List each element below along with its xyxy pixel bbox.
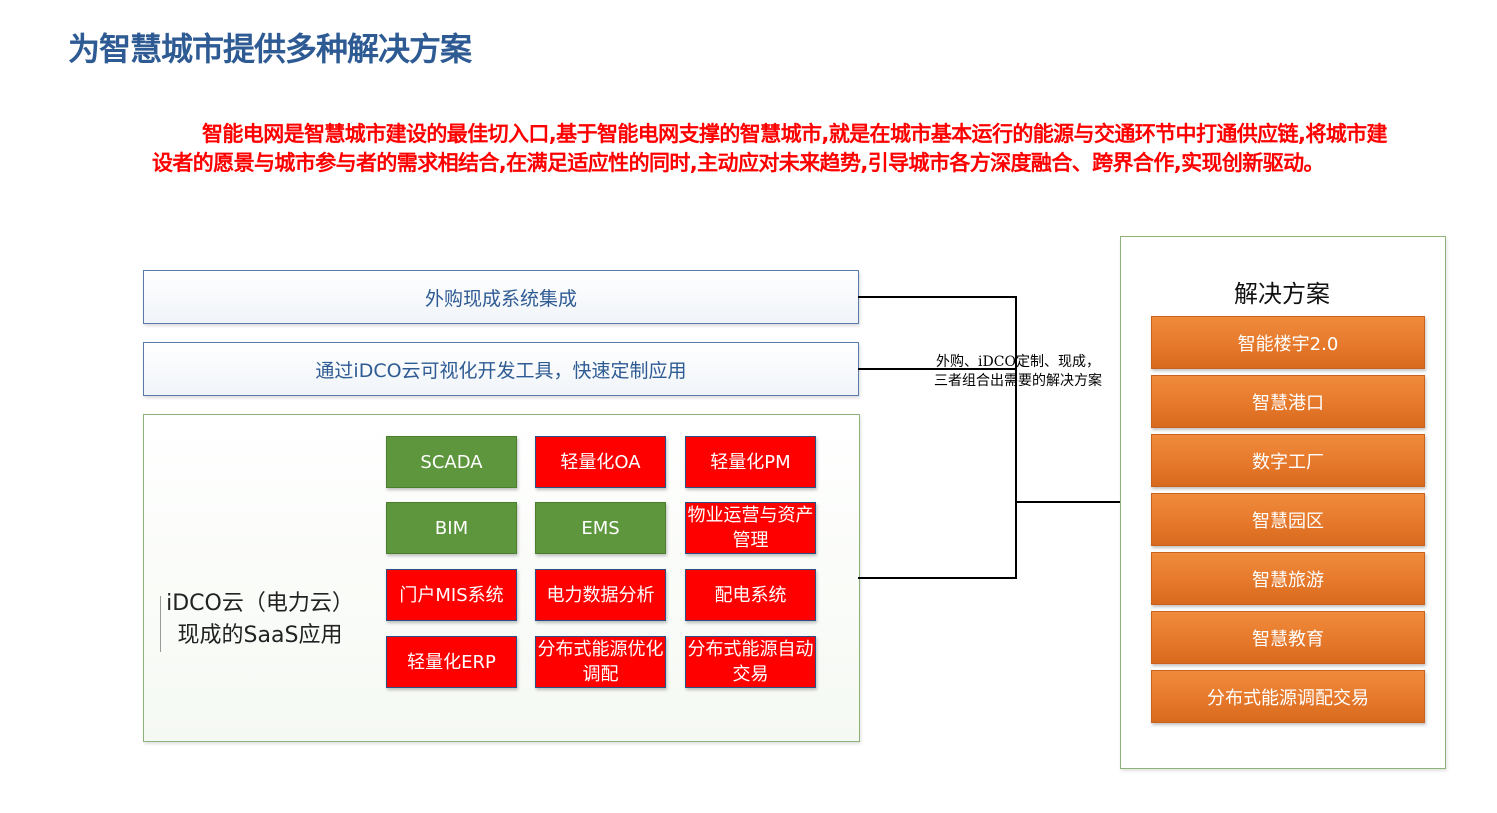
module-der-optimization: 分布式能源优化调配 (535, 636, 666, 688)
module-ems: EMS (535, 502, 666, 554)
connector-line-vertical (1015, 296, 1017, 579)
intro-paragraph: 智能电网是智慧城市建设的最佳切入口,基于智能电网支撑的智慧城市,就是在城市基本运… (152, 122, 1388, 175)
module-bim: BIM (386, 502, 517, 554)
module-light-pm: 轻量化PM (685, 436, 816, 488)
solution-digital-factory: 数字工厂 (1151, 434, 1425, 487)
module-power-data-analysis: 电力数据分析 (535, 569, 666, 621)
saas-label-line1: iDCO云（电力云） (166, 591, 354, 616)
external-integration-bar: 外购现成系统集成 (143, 270, 859, 324)
saas-label-line2: 现成的SaaS应用 (177, 623, 343, 648)
page-title: 为智慧城市提供多种解决方案 (68, 30, 472, 68)
idco-custom-dev-bar: 通过iDCO云可视化开发工具，快速定制应用 (143, 342, 859, 396)
connector-line-to-solutions (1015, 501, 1121, 503)
module-property-asset-mgmt: 物业运营与资产管理 (685, 502, 816, 554)
solutions-title: 解决方案 (1234, 280, 1330, 308)
solution-smart-building: 智能楼宇2.0 (1151, 316, 1425, 369)
connector-note-line2: 三者组合出需要的解决方案 (934, 373, 1102, 389)
module-portal-mis: 门户MIS系统 (386, 569, 517, 621)
connector-line-top (858, 296, 1016, 298)
connector-line-middle (858, 368, 1016, 370)
module-light-erp: 轻量化ERP (386, 636, 517, 688)
connector-note-line1: 外购、iDCO定制、现成， (936, 354, 1100, 370)
label-divider (160, 596, 161, 652)
solution-smart-park: 智慧园区 (1151, 493, 1425, 546)
module-scada: SCADA (386, 436, 517, 488)
solution-smart-education: 智慧教育 (1151, 611, 1425, 664)
module-light-oa: 轻量化OA (535, 436, 666, 488)
connector-line-bottom (858, 577, 1016, 579)
connector-note: 外购、iDCO定制、现成， 三者组合出需要的解决方案 (918, 353, 1118, 391)
solution-smart-port: 智慧港口 (1151, 375, 1425, 428)
saas-panel-label: iDCO云（电力云） 现成的SaaS应用 (160, 588, 360, 652)
module-power-distribution: 配电系统 (685, 569, 816, 621)
solution-der-trading: 分布式能源调配交易 (1151, 670, 1425, 723)
module-der-auto-trading: 分布式能源自动交易 (685, 636, 816, 688)
solution-smart-tourism: 智慧旅游 (1151, 552, 1425, 605)
